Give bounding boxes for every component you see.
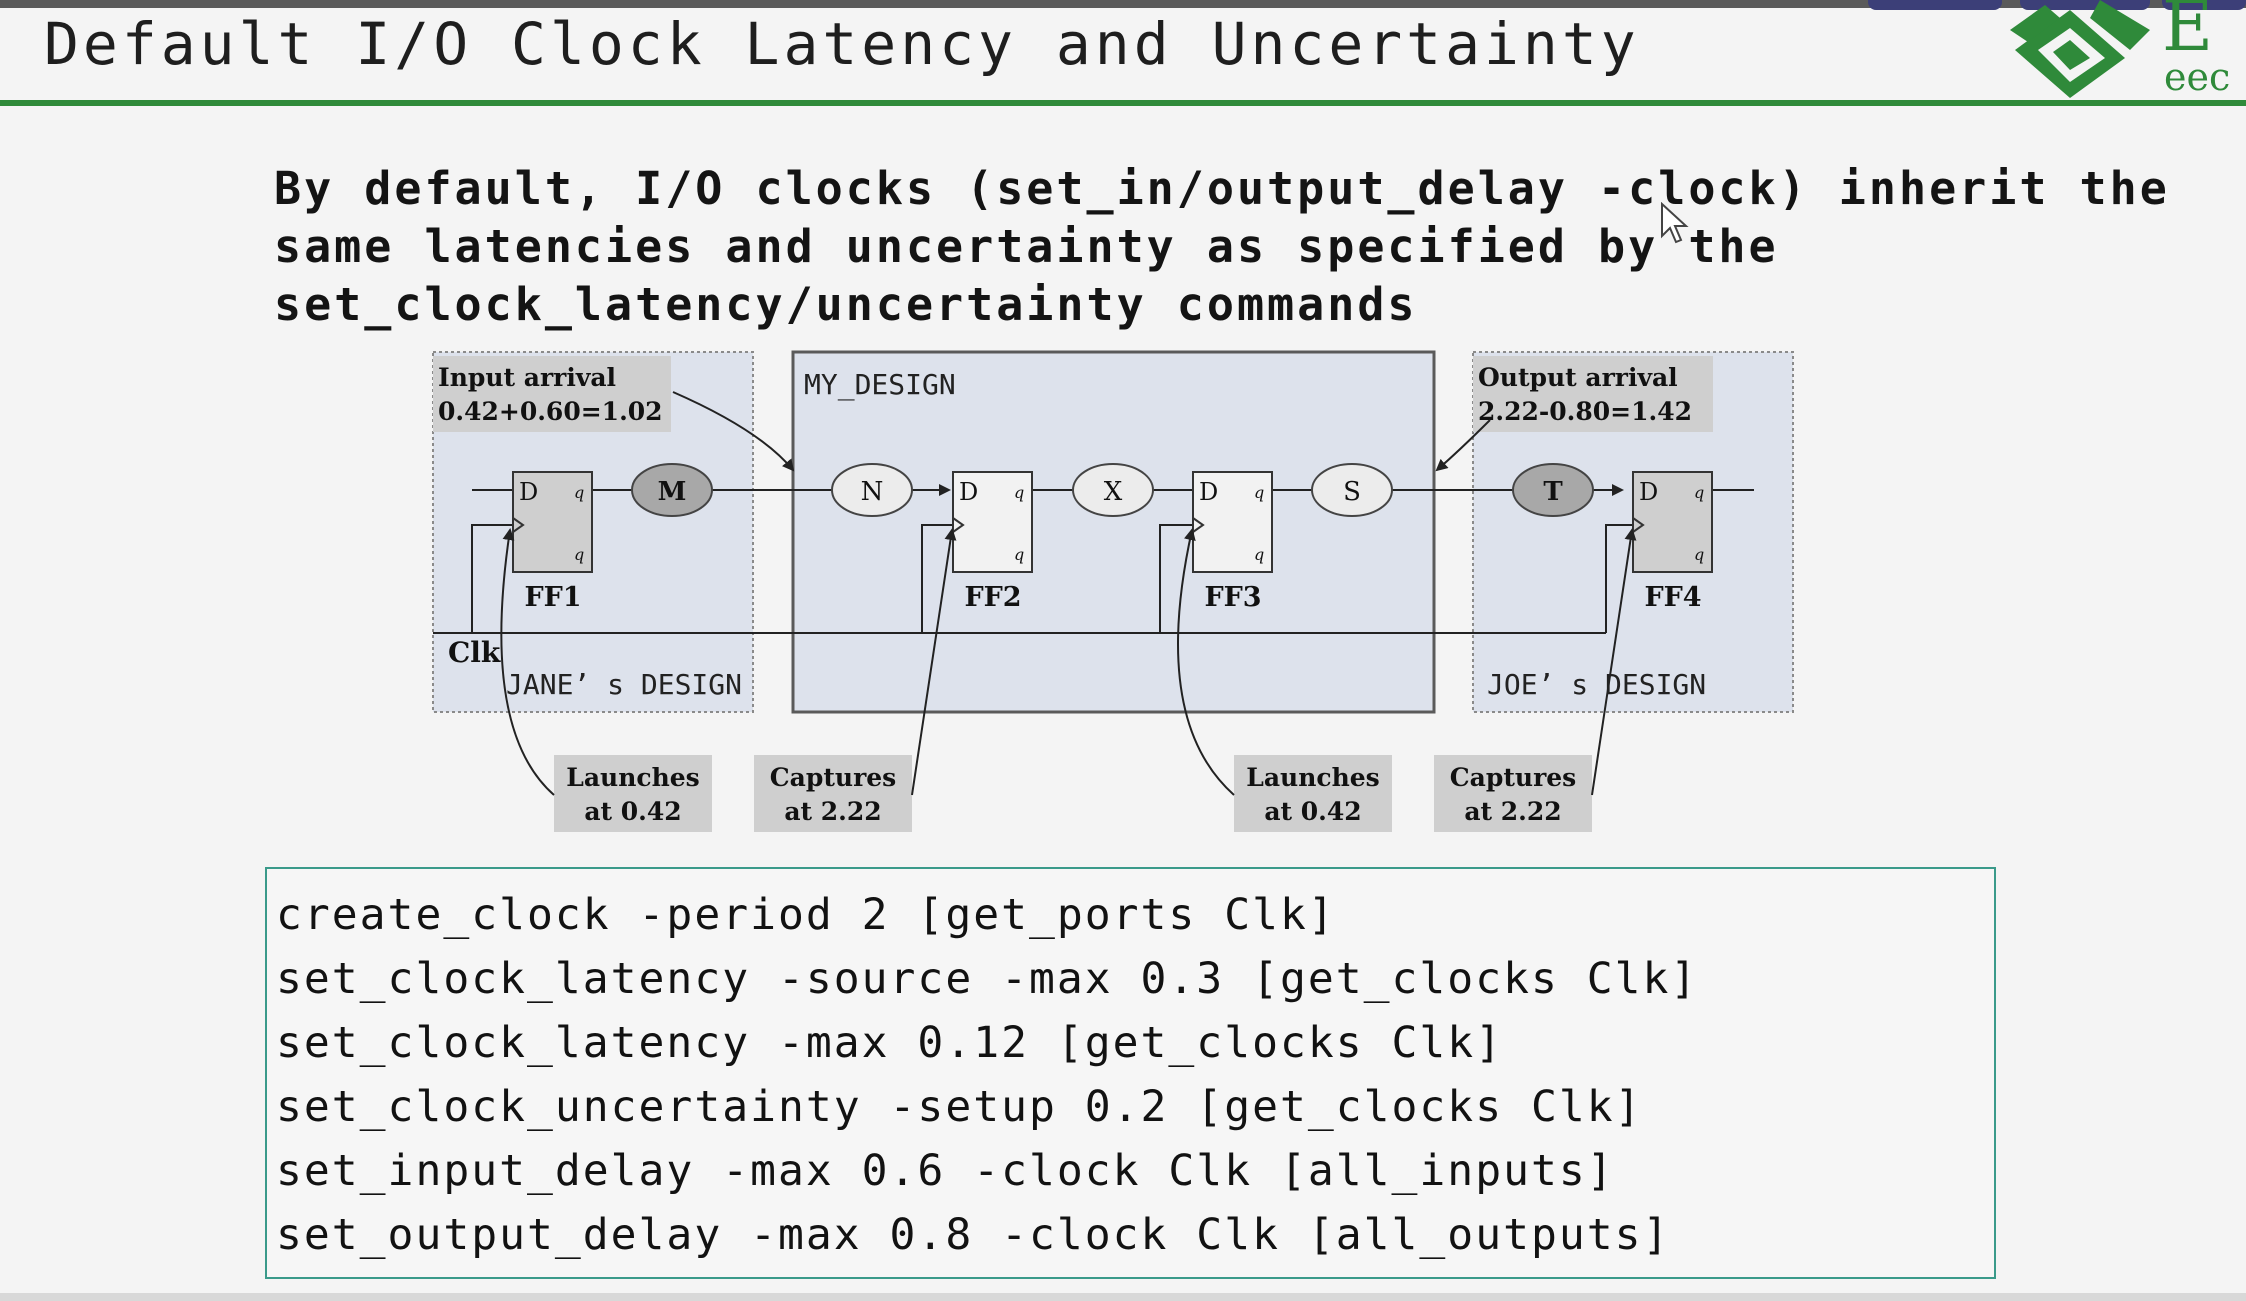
logic-cloud-label: S: [1343, 477, 1361, 507]
ff-name: FF2: [964, 582, 1021, 613]
output-arrival-line1: Output arrival: [1478, 363, 1678, 392]
my-design-label: MY_DESIGN: [804, 368, 956, 402]
jane-design-label: JANE’ s DESIGN: [506, 668, 742, 701]
output-arrival-arrow: [1435, 419, 1491, 472]
intro-line: same latencies and uncertainty as specif…: [274, 220, 1779, 273]
ff-d-pin: D: [1639, 478, 1658, 506]
command-line: set_clock_latency -source -max 0.3 [get_…: [276, 954, 1699, 1004]
ff-q-pin: q: [1694, 483, 1704, 502]
clock-branch: [921, 524, 953, 633]
top-tab-1: [1868, 0, 2002, 10]
command-line: set_clock_uncertainty -setup 0.2 [get_cl…: [276, 1082, 1643, 1132]
logo-letter: E: [2162, 0, 2213, 67]
ff-qb-pin: q: [1254, 545, 1264, 564]
bottom-strip: [0, 1293, 2246, 1301]
logic-cloud-label: N: [861, 477, 884, 507]
callout-line1: Captures: [770, 763, 896, 792]
clock-branch: [1605, 524, 1633, 633]
ff-qb-pin: q: [1694, 545, 1704, 564]
callout-line1: Captures: [1450, 763, 1576, 792]
mouse-cursor-icon: [1661, 202, 1689, 244]
callout-leader: [500, 528, 555, 796]
logic-cloud-x: [1072, 463, 1154, 517]
joe-design-label: JOE’ s DESIGN: [1487, 668, 1706, 701]
ff-q-pin: q: [1014, 483, 1024, 502]
ff-q-pin: q: [574, 483, 584, 502]
clock-label: Clk: [448, 636, 501, 669]
ff-name: FF4: [1644, 582, 1701, 613]
capture-callout: [1434, 755, 1592, 832]
ff-d-pin: D: [959, 478, 978, 506]
logic-cloud-n: [831, 463, 913, 517]
input-arrival-arrow: [672, 391, 795, 472]
output-arrival-callout: [1473, 356, 1713, 432]
command-line: create_clock -period 2 [get_ports Clk]: [276, 890, 1336, 940]
callout-line2: at 2.22: [1464, 797, 1561, 826]
sdc-command-box: create_clock -period 2 [get_ports Clk] s…: [265, 867, 1996, 1279]
logo: E eec: [2010, 0, 2230, 99]
ff-name: FF3: [1204, 582, 1261, 613]
top-tab-2: [2020, 0, 2150, 10]
command-line: set_input_delay -max 0.6 -clock Clk [all…: [276, 1146, 1615, 1196]
logo-diamond-icon: [2010, 0, 2150, 98]
callout-leader: [1177, 528, 1235, 796]
ff-qb-pin: q: [1014, 545, 1024, 564]
callout-line1: Launches: [1246, 763, 1380, 792]
intro-line: By default, I/O clocks (set_in/output_de…: [274, 162, 2170, 215]
launch-callout: [1234, 755, 1392, 832]
callout-line2: at 0.42: [1264, 797, 1361, 826]
capture-callout: [754, 755, 912, 832]
logic-cloud-m: [631, 463, 713, 517]
title-rule: [0, 100, 2246, 106]
input-arrival-line2: 0.42+0.60=1.02: [438, 397, 663, 426]
intro-line: set_clock_latency/uncertainty commands: [274, 278, 1418, 331]
output-arrival-line2: 2.22-0.80=1.42: [1478, 397, 1692, 426]
callout-line1: Launches: [566, 763, 700, 792]
ff-d-pin: D: [1199, 478, 1218, 506]
flip-flop-ff3: D q q FF3: [1192, 471, 1273, 613]
my-design-region: [791, 350, 1436, 714]
top-tab-3: [2162, 0, 2246, 10]
flip-flop-ff4: D q q FF4: [1632, 471, 1713, 613]
clock-branch: [471, 524, 513, 634]
logo-subtext: eec: [2164, 55, 2230, 99]
slide-title: Default I/O Clock Latency and Uncertaint…: [44, 10, 1640, 78]
logic-cloud-label: T: [1543, 477, 1563, 507]
flip-flop-ff2: D q q FF2: [952, 471, 1033, 613]
window-top-strip: [0, 0, 2246, 8]
intro-paragraph: By default, I/O clocks (set_in/output_de…: [274, 160, 2170, 334]
input-arrival-callout: [433, 356, 671, 432]
callout-line2: at 0.42: [584, 797, 681, 826]
command-line: set_clock_latency -max 0.12 [get_clocks …: [276, 1018, 1504, 1068]
logic-cloud-t: [1512, 463, 1594, 517]
ff-name: FF1: [524, 582, 581, 613]
callout-line2: at 2.22: [784, 797, 881, 826]
ff-d-pin: D: [519, 478, 538, 506]
ff-q-pin: q: [1254, 483, 1264, 502]
command-line: set_output_delay -max 0.8 -clock Clk [al…: [276, 1210, 1671, 1260]
logic-cloud-label: M: [658, 477, 687, 507]
logic-cloud-s: [1311, 463, 1393, 517]
callout-leader: [911, 528, 957, 796]
callout-leader: [1591, 528, 1637, 796]
input-arrival-line1: Input arrival: [438, 363, 616, 392]
clock-branch: [1159, 524, 1193, 633]
flip-flop-ff1: D q q FF1: [512, 471, 593, 613]
logic-cloud-label: X: [1104, 477, 1123, 507]
launch-callout: [554, 755, 712, 832]
ff-qb-pin: q: [574, 545, 584, 564]
